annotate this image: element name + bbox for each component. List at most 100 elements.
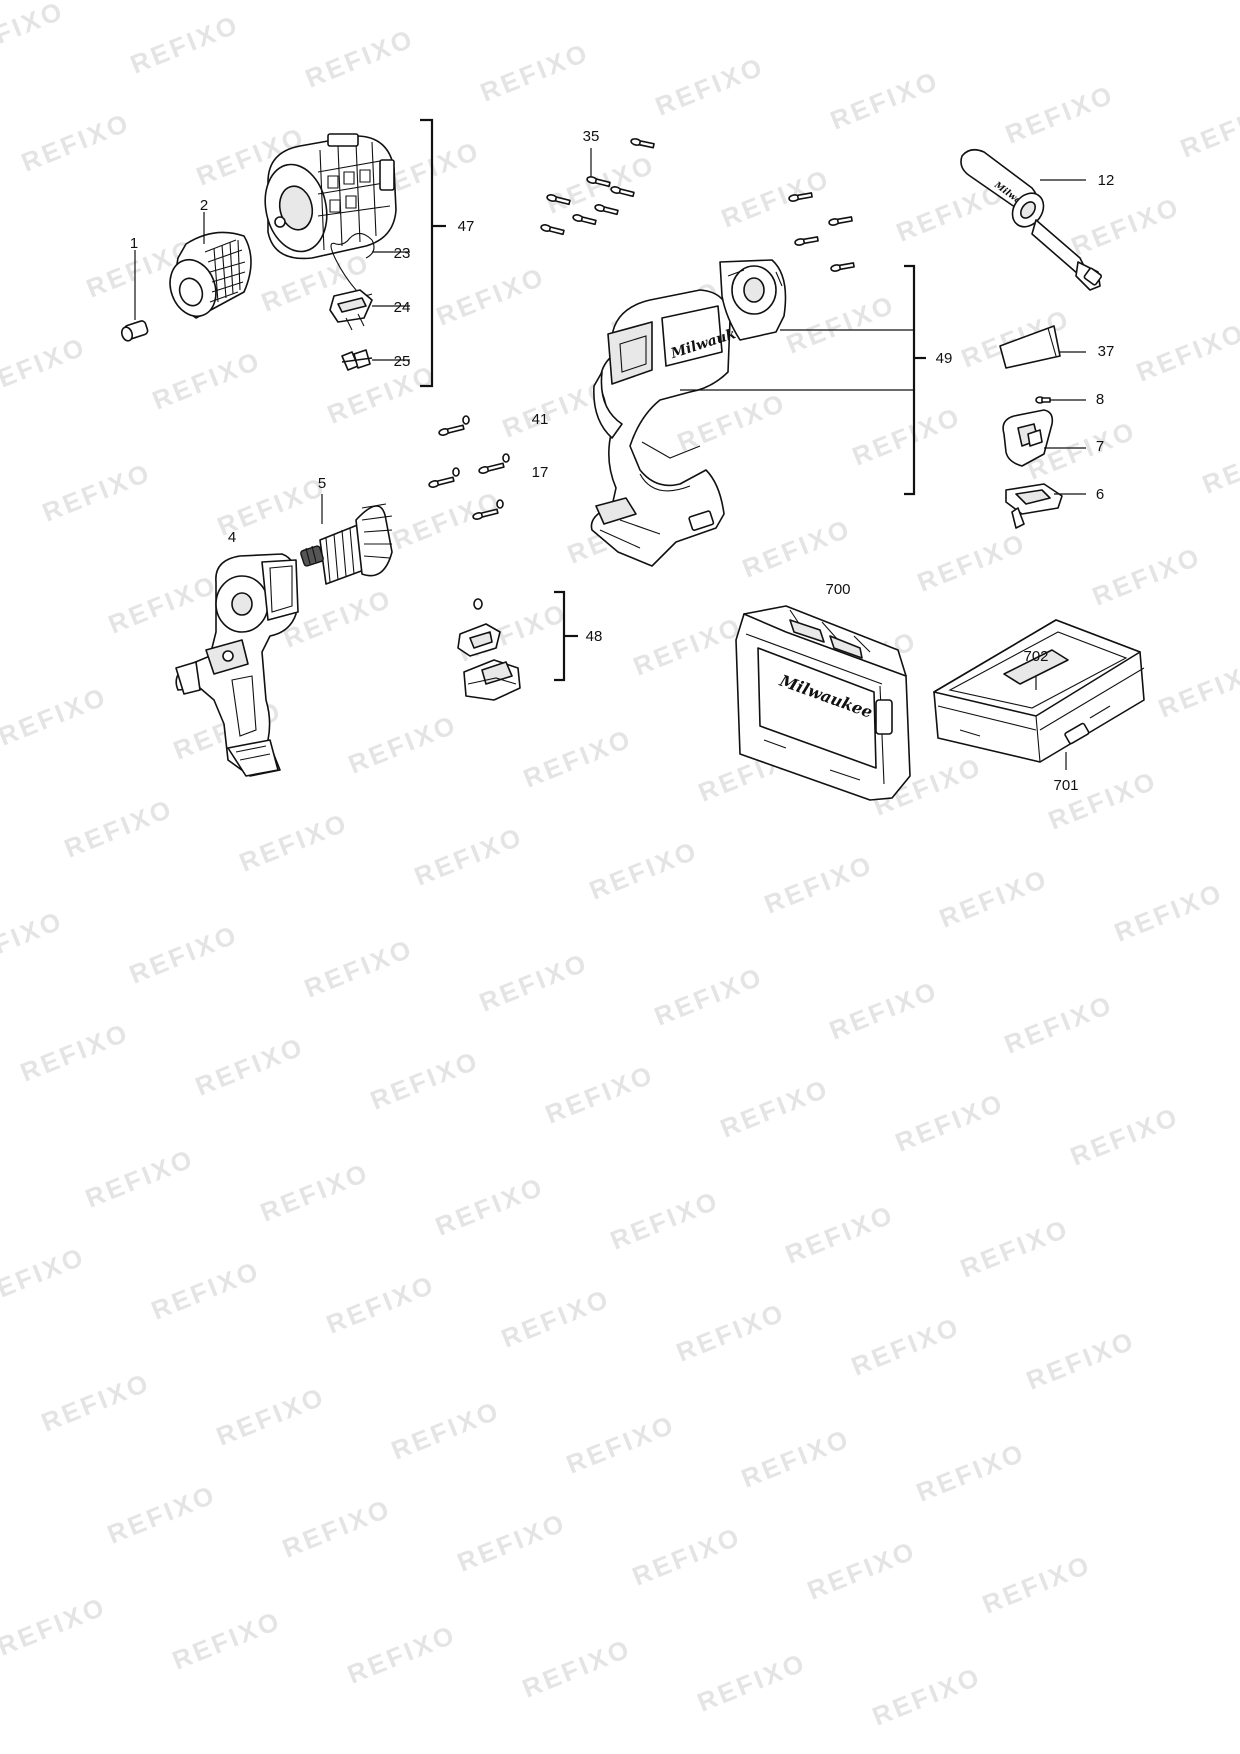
- watermark-text: REFIXO: [978, 1549, 1096, 1620]
- callout-12: 12: [1098, 172, 1115, 189]
- callout-1: 1: [130, 235, 138, 252]
- watermark-text: REFIXO: [103, 1479, 221, 1550]
- part-48-switch: [457, 598, 521, 701]
- callout-25: 25: [394, 353, 411, 370]
- callout-701: 701: [1053, 777, 1078, 794]
- housing-screws: [788, 192, 855, 272]
- watermark-text: REFIXO: [782, 289, 900, 360]
- watermark-text: REFIXO: [1022, 1325, 1140, 1396]
- callout-702: 702: [1023, 648, 1048, 665]
- watermark-text: REFIXO: [629, 611, 747, 682]
- watermark-text: REFIXO: [519, 723, 637, 794]
- watermark-text: REFIXO: [191, 1031, 309, 1102]
- part-4-motor-half: [175, 553, 299, 777]
- watermark-text: REFIXO: [1001, 79, 1119, 150]
- watermark-text: REFIXO: [475, 947, 593, 1018]
- watermark-text: REFIXO: [868, 1661, 986, 1732]
- callout-47: 47: [458, 218, 475, 235]
- watermark-text: REFIXO: [1066, 1101, 1184, 1172]
- watermark-text: REFIXO: [1000, 989, 1118, 1060]
- watermark-text: REFIXO: [628, 1521, 746, 1592]
- watermark-text: REFIXO: [673, 387, 791, 458]
- part-25-contacts: [341, 349, 373, 371]
- watermark-text: REFIXO: [388, 485, 506, 556]
- watermark-text: REFIXO: [0, 0, 69, 66]
- watermark-text: REFIXO: [278, 1493, 396, 1564]
- watermark-text: REFIXO: [1132, 317, 1240, 388]
- part-47-gearbox: [264, 133, 397, 260]
- watermark-text: REFIXO: [738, 513, 856, 584]
- watermark-text: REFIXO: [1198, 429, 1240, 500]
- bracket-49: [680, 264, 926, 496]
- watermark-text: REFIXO: [693, 1647, 811, 1718]
- watermark-text: REFIXO: [1044, 765, 1162, 836]
- watermark-text: REFIXO: [912, 1437, 1030, 1508]
- watermark-text: REFIXO: [125, 919, 243, 990]
- watermark-text: REFIXO: [913, 527, 1031, 598]
- watermark-text: REFIXO: [716, 1073, 834, 1144]
- part-12-side-handle: Milwaukee: [960, 148, 1103, 291]
- callout-17: 17: [532, 464, 549, 481]
- watermark-text: REFIXO: [650, 961, 768, 1032]
- watermark-text: REFIXO: [651, 51, 769, 122]
- part-1-bit: [120, 320, 149, 342]
- watermark-text: REFIXO: [323, 359, 441, 430]
- part-700-carry-case: Milwaukee: [735, 605, 911, 801]
- watermark-text: REFIXO: [0, 331, 91, 402]
- callout-35: 35: [583, 128, 600, 145]
- watermark-text: REFIXO: [737, 1423, 855, 1494]
- watermark-text: REFIXO: [562, 1409, 680, 1480]
- part-7-belt-clip: [1002, 409, 1054, 467]
- watermark-text: REFIXO: [1088, 541, 1206, 612]
- watermark-text: REFIXO: [826, 65, 944, 136]
- watermark-text: REFIXO: [1176, 93, 1240, 164]
- watermark-text: REFIXO: [256, 1157, 374, 1228]
- watermark-text: REFIXO: [825, 975, 943, 1046]
- watermark-text: REFIXO: [1154, 653, 1240, 724]
- callout-7: 7: [1096, 438, 1104, 455]
- watermark-text: REFIXO: [476, 37, 594, 108]
- part-5-armature: [300, 503, 393, 585]
- watermark-text: REFIXO: [431, 1171, 549, 1242]
- watermark-text: REFIXO: [37, 1367, 155, 1438]
- watermark-text: REFIXO: [17, 107, 135, 178]
- bracket-47: [372, 118, 446, 388]
- watermark-text: REFIXO: [168, 1605, 286, 1676]
- callout-41: 41: [532, 411, 549, 428]
- watermark-text: REFIXO: [300, 933, 418, 1004]
- watermark-text: REFIXO: [0, 681, 112, 752]
- part-37-label: [999, 325, 1061, 369]
- watermark-text: REFIXO: [0, 905, 68, 976]
- callout-23: 23: [394, 245, 411, 262]
- watermark-text: REFIXO: [343, 1619, 461, 1690]
- callout-700: 700: [825, 581, 850, 598]
- watermark-text: REFIXO: [81, 1143, 199, 1214]
- part-41-screws: [428, 415, 510, 520]
- watermark-text: REFIXO: [803, 1535, 921, 1606]
- watermark-text: REFIXO: [1067, 191, 1185, 262]
- part-35-screws: [540, 138, 655, 236]
- watermark-text: REFIXO: [322, 1269, 440, 1340]
- watermark-text: REFIXO: [344, 709, 462, 780]
- callout-6: 6: [1096, 486, 1104, 503]
- watermark-text: REFIXO: [672, 1297, 790, 1368]
- watermark-text: REFIXO: [781, 1199, 899, 1270]
- watermark-text: REFIXO: [497, 1283, 615, 1354]
- watermark-text: REFIXO: [301, 23, 419, 94]
- callout-2: 2: [200, 197, 208, 214]
- watermark-text: REFIXO: [585, 835, 703, 906]
- watermark-text: REFIXO: [432, 261, 550, 332]
- part-8-screw: [1035, 396, 1051, 404]
- watermark-text: REFIXO: [606, 1185, 724, 1256]
- watermark-text: REFIXO: [518, 1633, 636, 1704]
- watermark-text: REFIXO: [453, 1507, 571, 1578]
- watermark-text: REFIXO: [60, 793, 178, 864]
- watermark-text: REFIXO: [147, 1255, 265, 1326]
- watermark-text: REFIXO: [126, 9, 244, 80]
- bracket-48: [554, 590, 578, 682]
- watermark-text: REFIXO: [0, 1591, 111, 1662]
- watermark-text: REFIXO: [366, 1045, 484, 1116]
- part-701-carry-case: [933, 619, 1145, 763]
- callout-37: 37: [1098, 343, 1115, 360]
